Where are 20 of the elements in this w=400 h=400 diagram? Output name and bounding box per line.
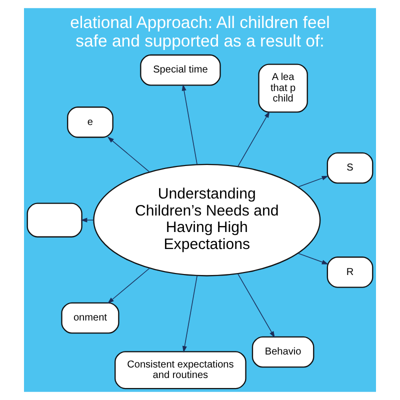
node-box: onment — [61, 302, 120, 334]
node-box: A lea that p child — [258, 64, 308, 113]
node-box: Consistent expectations and routines — [114, 351, 246, 390]
arrow — [107, 136, 150, 172]
node-box: Behavio — [252, 336, 314, 368]
arrow — [238, 111, 270, 167]
node-box: Special time — [140, 54, 221, 86]
arrow — [182, 84, 198, 165]
node-box: R — [326, 256, 374, 288]
arrow — [298, 176, 328, 188]
node-box: S — [326, 152, 374, 184]
diagram-title: elational Approach: All children feel safe and supported as a result of: — [70, 13, 330, 51]
node-box — [26, 202, 82, 238]
arrow — [298, 252, 328, 264]
arrow — [80, 218, 94, 222]
node-box: e — [67, 106, 114, 138]
node-ellipse: Understanding Children’s Needs and Having High Expectations — [93, 164, 321, 276]
arrow — [238, 273, 275, 338]
arrow — [182, 275, 198, 353]
arrow — [107, 268, 150, 304]
